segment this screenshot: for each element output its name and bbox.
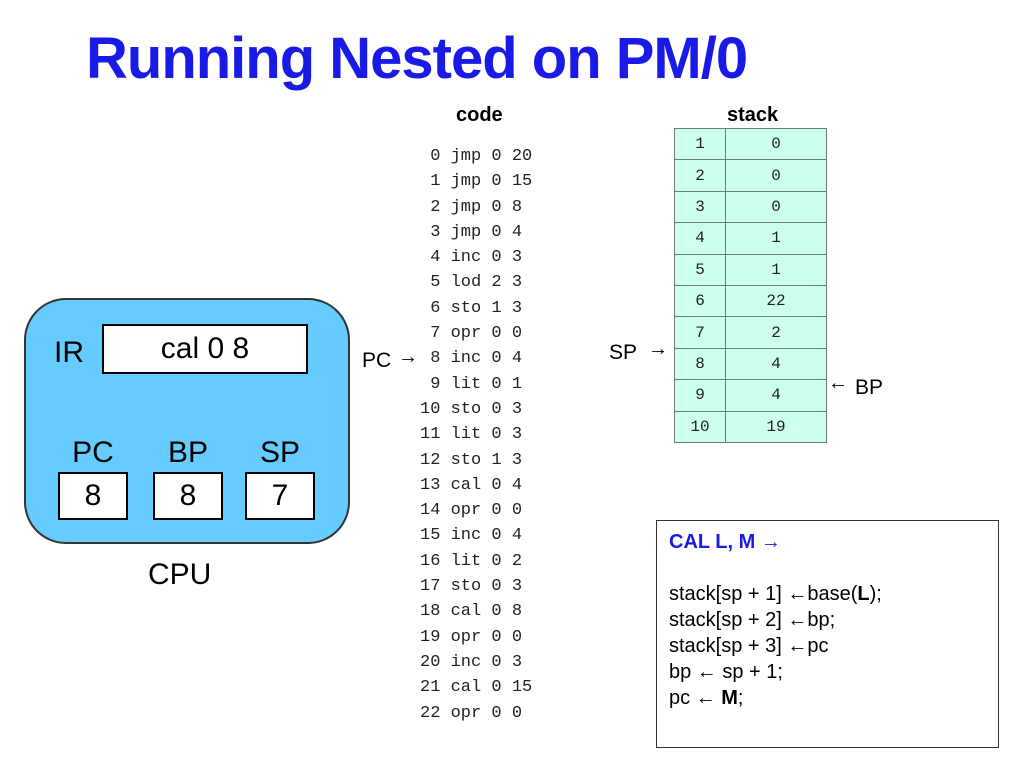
- pc-arrow-icon: →: [398, 346, 418, 368]
- code-line: 18 cal 0 8: [420, 602, 523, 622]
- bp-arrow-icon: ←: [828, 372, 848, 394]
- sp-arrow-icon: →: [648, 338, 668, 360]
- stack-index: 3: [674, 190, 726, 224]
- stack-value: 0: [725, 159, 827, 192]
- stack-index: 2: [674, 159, 726, 192]
- bp-register: 8: [153, 472, 223, 520]
- code-line: 4 inc 0 3: [420, 248, 523, 268]
- cal-instruction-box: CAL L, M → stack[sp + 1] ←base(L); stack…: [656, 520, 999, 748]
- code-line: 11 lit 0 3: [420, 425, 523, 445]
- stack-index: 10: [674, 410, 726, 443]
- code-line: 6 sto 1 3: [420, 298, 523, 318]
- code-line: 1 jmp 0 15: [420, 172, 533, 192]
- code-line: 14 opr 0 0: [420, 501, 523, 521]
- code-line: 13 cal 0 4: [420, 475, 523, 495]
- code-line: 17 sto 0 3: [420, 577, 523, 597]
- stack-value: 1: [725, 222, 827, 255]
- code-line: 21 cal 0 15: [420, 678, 533, 698]
- code-listing: 0 jmp 0 20 1 jmp 0 15 2 jmp 0 8 3 jmp 0 …: [420, 144, 532, 726]
- stack-value: 0: [725, 127, 827, 161]
- sp-register: 7: [245, 472, 315, 520]
- stack-value: 19: [725, 410, 827, 443]
- code-header: code: [456, 104, 503, 126]
- note-line-4: bp ← sp + 1;: [669, 661, 783, 683]
- code-line: 7 opr 0 0: [420, 324, 523, 344]
- code-line: 0 jmp 0 20: [420, 147, 533, 166]
- code-line: 19 opr 0 0: [420, 627, 523, 647]
- bp-register-label: BP: [167, 436, 209, 469]
- stack-index: 6: [674, 284, 726, 318]
- sp-pointer-label: SP: [609, 341, 638, 364]
- bp-pointer-label: BP: [855, 376, 884, 399]
- code-line: 2 jmp 0 8: [420, 197, 523, 217]
- code-line: 22 opr 0 0: [420, 703, 523, 723]
- code-line: 12 sto 1 3: [420, 450, 523, 470]
- stack-value: 4: [725, 379, 827, 412]
- note-header: CAL L, M →: [669, 531, 781, 553]
- code-line: 15 inc 0 4: [420, 526, 523, 546]
- stack-value: 2: [725, 316, 827, 349]
- pc-register: 8: [58, 472, 128, 520]
- stack-index: 7: [674, 316, 726, 349]
- code-line: 10 sto 0 3: [420, 399, 523, 419]
- code-line: 8 inc 0 4: [420, 349, 523, 369]
- code-line: 5 lod 2 3: [420, 273, 523, 293]
- cpu-label: CPU: [148, 558, 212, 591]
- ir-register: cal 0 8: [102, 324, 308, 374]
- note-line-5: pc ← M;: [669, 687, 744, 709]
- sp-register-label: SP: [259, 436, 301, 469]
- stack-index: 9: [674, 379, 726, 412]
- stack-value: 0: [725, 190, 827, 224]
- stack-index: 5: [674, 253, 726, 286]
- note-line-1: stack[sp + 1] ←base(L);: [669, 583, 882, 605]
- pc-pointer-label: PC: [362, 349, 392, 372]
- note-line-2: stack[sp + 2] ←bp;: [669, 609, 836, 631]
- stack-index: 1: [674, 127, 726, 161]
- code-line: 9 lit 0 1: [420, 374, 523, 394]
- pc-register-label: PC: [72, 436, 114, 469]
- stack-index: 8: [674, 347, 726, 381]
- note-line-3: stack[sp + 3] ←pc: [669, 635, 829, 657]
- code-line: 3 jmp 0 4: [420, 222, 523, 242]
- stack-value: 4: [725, 347, 827, 381]
- slide-title: Running Nested on PM/0: [86, 26, 748, 91]
- code-line: 20 inc 0 3: [420, 652, 523, 672]
- stack-header: stack: [727, 104, 779, 126]
- stack-value: 1: [725, 253, 827, 286]
- stack-value: 22: [725, 284, 827, 318]
- code-line: 16 lit 0 2: [420, 551, 523, 571]
- stack-index: 4: [674, 222, 726, 255]
- ir-label: IR: [54, 336, 84, 369]
